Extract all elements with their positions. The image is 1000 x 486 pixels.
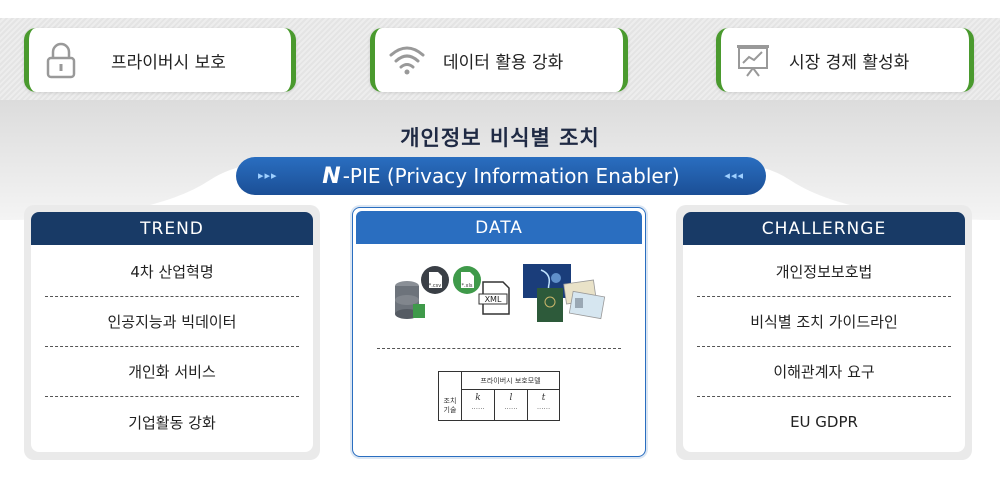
database-icon <box>395 281 425 319</box>
npie-banner: ▸▸▸ N -PIE (Privacy Information Enabler)… <box>236 157 766 195</box>
table-side-label: 조치 기술 <box>443 396 457 414</box>
top-card-data: 데이터 활용 강화 <box>370 28 628 92</box>
list-item: 개인정보보호법 <box>697 247 951 297</box>
svg-text:*.csv: *.csv <box>429 283 441 289</box>
list-item: 개인화 서비스 <box>45 347 299 397</box>
table-header: 프라이버시 보호모델 <box>461 372 559 390</box>
npie-logo: N <box>322 163 341 189</box>
top-card-label: 데이터 활용 강화 <box>443 52 564 73</box>
privacy-model-table: 프라이버시 보호모델 조치 기술 k ...... l ...... t ...… <box>438 371 560 421</box>
npie-text: -PIE (Privacy Information Enabler) <box>342 164 680 188</box>
list-item: 비식별 조치 가이드라인 <box>697 297 951 347</box>
id-card-icon <box>563 279 606 320</box>
challenge-column: CHALLERNGE 개인정보보호법 비식별 조치 가이드라인 이해관계자 요구… <box>683 212 965 452</box>
data-sources-illustration: *.csv *.xls XML <box>395 264 606 322</box>
left-arrows: ▸▸▸ <box>258 169 278 182</box>
table-cell: k ...... <box>461 390 494 421</box>
data-divider <box>377 348 621 349</box>
data-header: DATA <box>356 211 642 244</box>
top-card-privacy: 프라이버시 보호 <box>24 28 296 92</box>
wifi-icon <box>385 38 429 82</box>
challenge-header: CHALLERNGE <box>683 212 965 245</box>
presentation-chart-icon <box>731 38 775 82</box>
svg-text:XML: XML <box>485 295 502 304</box>
main-title: 개인정보 비식별 조치 <box>400 126 600 150</box>
top-card-label: 프라이버시 보호 <box>111 52 226 73</box>
table-cell: t ...... <box>527 390 559 421</box>
list-item: 인공지능과 빅데이터 <box>45 297 299 347</box>
trend-column: TREND 4차 산업혁명 인공지능과 빅데이터 개인화 서비스 기업활동 강화 <box>31 212 313 452</box>
list-item: 이해관계자 요구 <box>697 347 951 397</box>
passport-icon <box>537 288 563 322</box>
xml-file-icon: XML <box>478 281 510 315</box>
top-card-market: 시장 경제 활성화 <box>716 28 974 92</box>
csv-file-icon: *.csv <box>421 266 449 294</box>
list-item: 기업활동 강화 <box>128 413 216 432</box>
list-item: EU GDPR <box>790 413 858 431</box>
xls-file-icon: *.xls <box>453 266 481 294</box>
list-item: 4차 산업혁명 <box>45 247 299 297</box>
table-cell: l ...... <box>494 390 527 421</box>
data-column: DATA *.csv *.xls XML <box>352 207 646 457</box>
right-arrows: ◂◂◂ <box>724 169 744 182</box>
lock-icon <box>39 38 83 82</box>
top-card-label: 시장 경제 활성화 <box>789 52 910 73</box>
svg-text:*.xls: *.xls <box>461 283 472 289</box>
trend-header: TREND <box>31 212 313 245</box>
